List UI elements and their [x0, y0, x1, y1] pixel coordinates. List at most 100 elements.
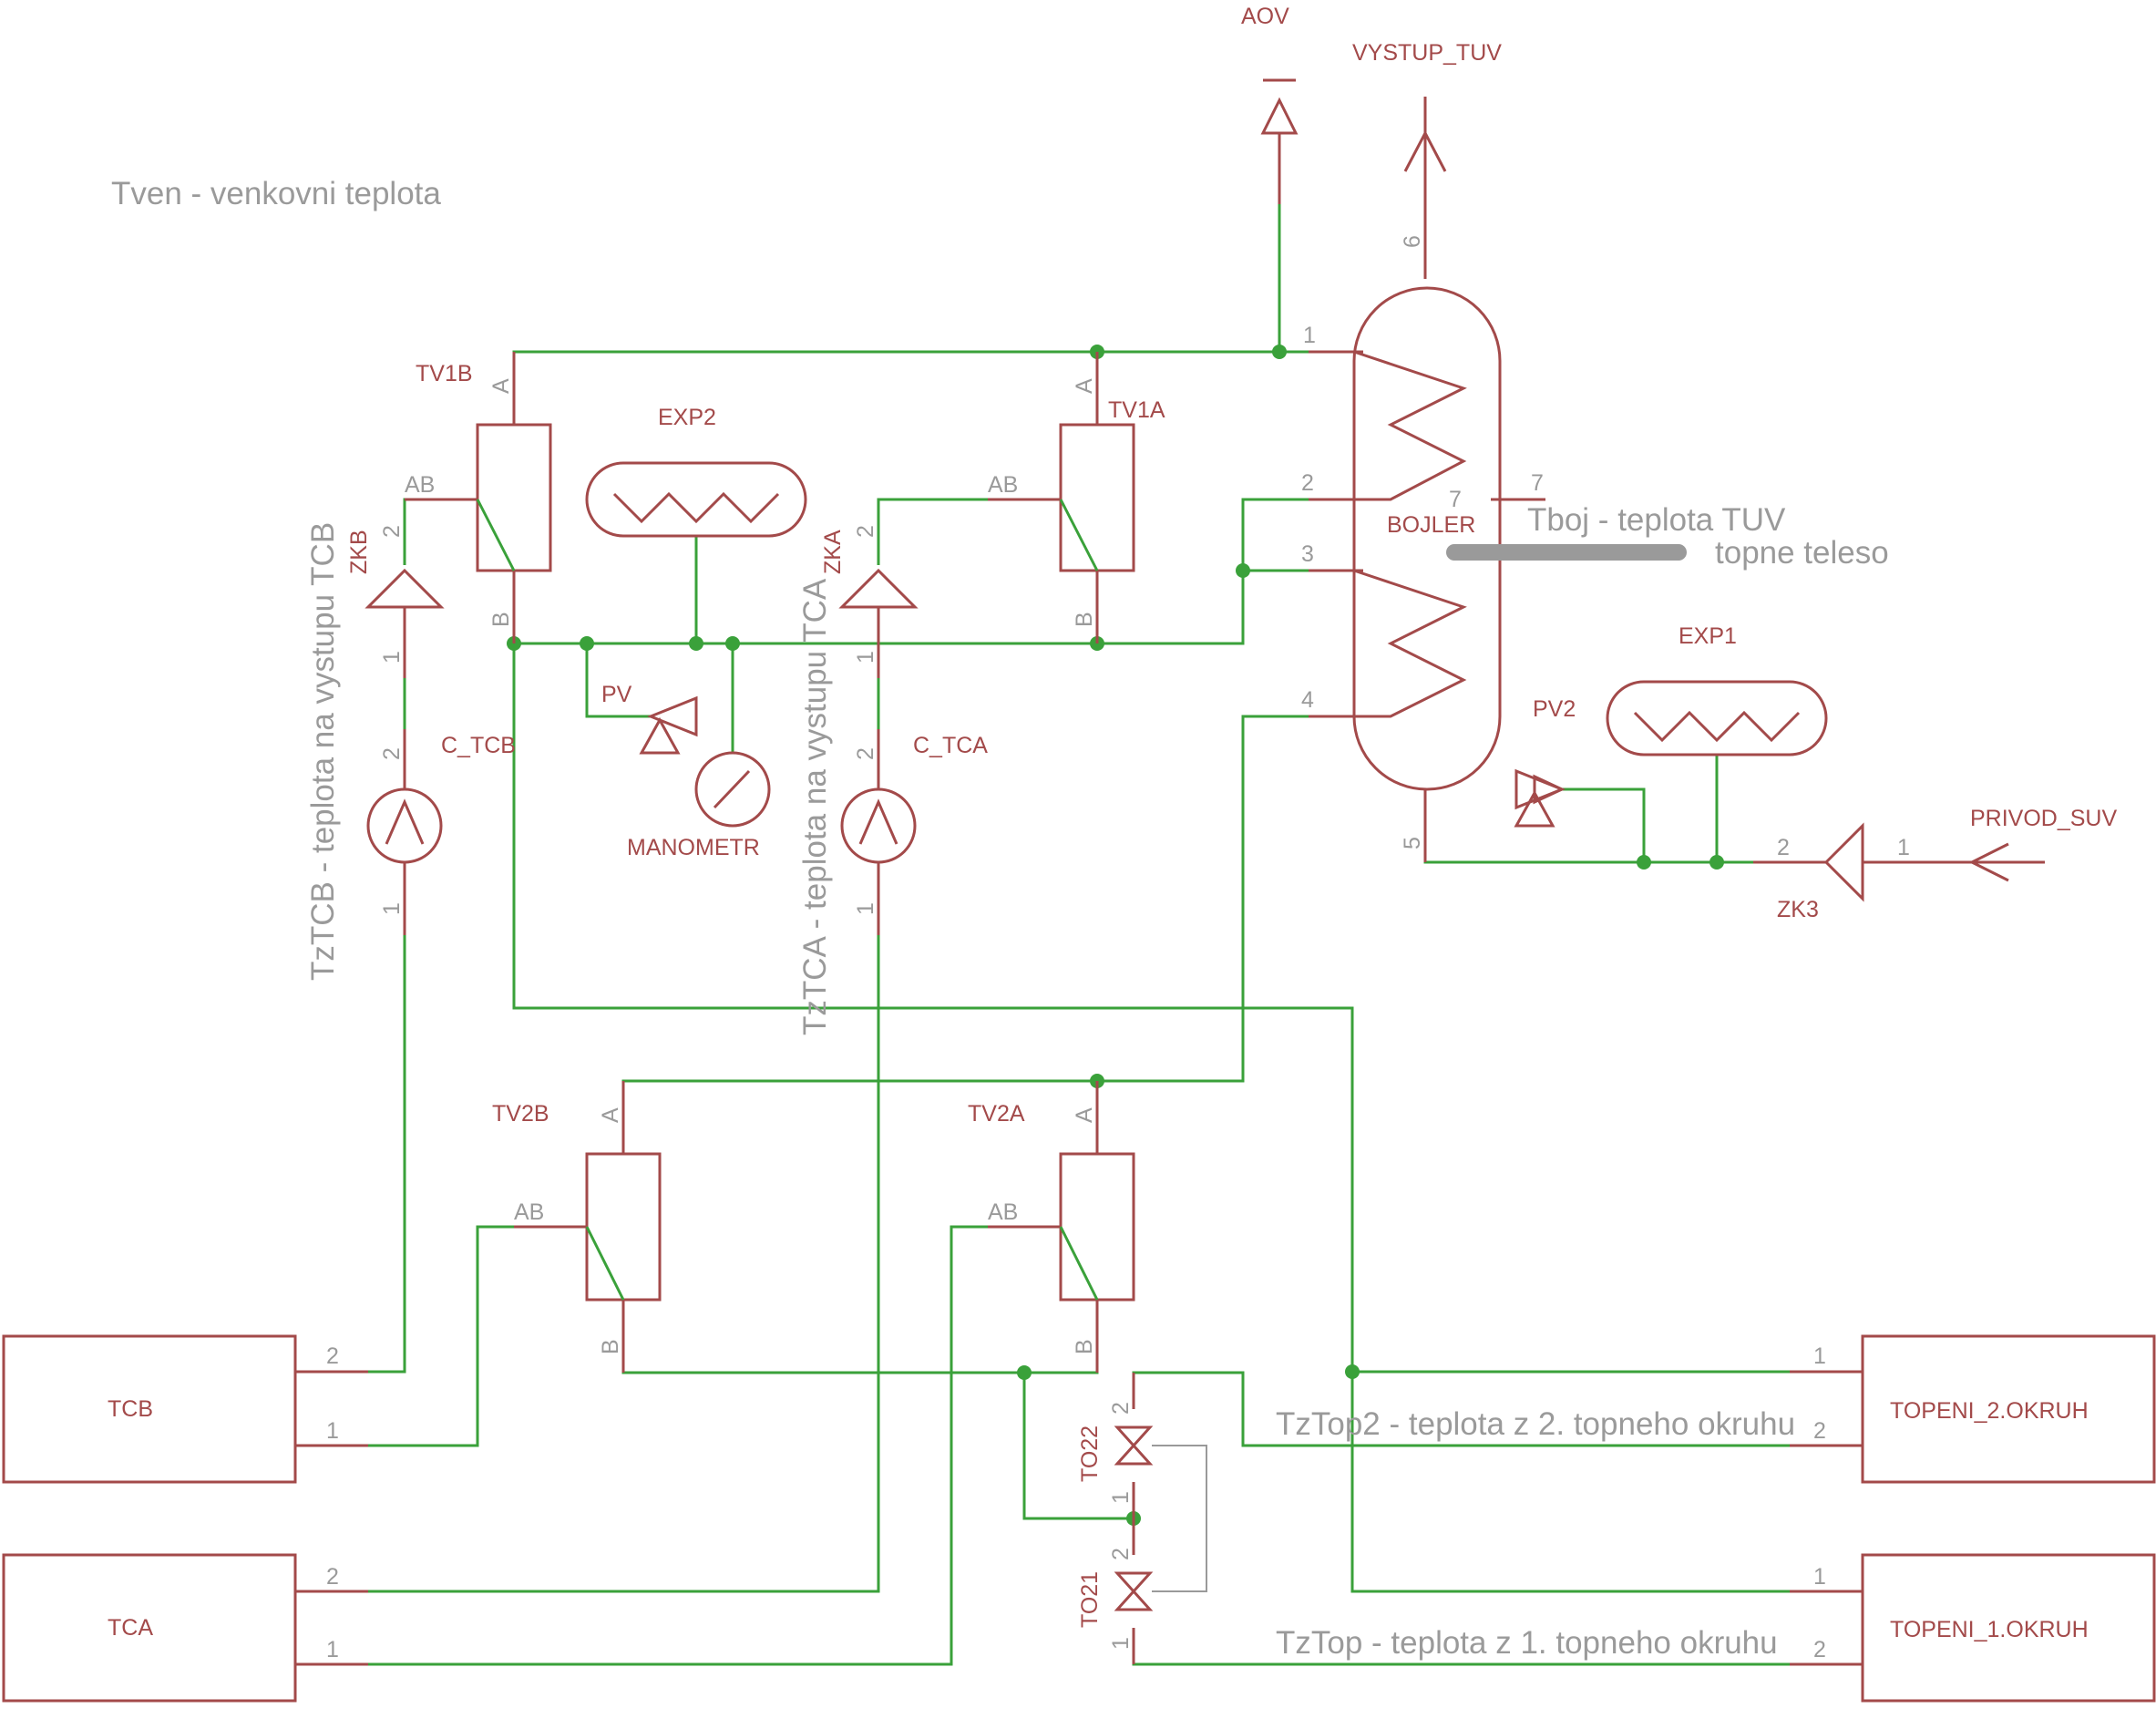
pin-label: B	[488, 612, 514, 627]
pin-label: B	[1072, 612, 1097, 627]
pin-label: 2	[379, 747, 405, 760]
label-zkb: ZKB	[346, 530, 372, 574]
vystup-tuv-arrow-icon	[1403, 129, 1447, 172]
pin-label: 1	[326, 1637, 339, 1662]
pin-label: 1	[1108, 1637, 1134, 1650]
pump-c-tcb[interactable]	[366, 787, 443, 864]
pin-label: A	[1072, 378, 1097, 394]
privod-arrow-icon	[1968, 842, 2009, 882]
pin-label: A	[488, 378, 514, 394]
check-valve-zka[interactable]	[838, 568, 919, 609]
pin-label: 1	[326, 1418, 339, 1444]
pin-label: 2	[326, 1564, 339, 1590]
pin-label: 2	[1301, 470, 1314, 496]
pin-label: 2	[1777, 835, 1790, 860]
label-tv1b: TV1B	[416, 361, 473, 386]
label-to22: TO22	[1077, 1425, 1103, 1482]
note-tztca: TzTCA - teplota na vystupu TCA	[797, 578, 833, 1035]
label-c-tca: C_TCA	[913, 733, 988, 758]
label-c-tcb: C_TCB	[441, 733, 516, 758]
expansion-vessel-exp1[interactable]	[1606, 680, 1828, 756]
label-tca: TCA	[108, 1615, 153, 1641]
junction	[1272, 345, 1287, 359]
pin-label: 2	[1108, 1402, 1134, 1415]
wire-ctcb-tcb	[368, 935, 406, 1374]
label-privod-suv: PRIVOD_SUV	[1970, 806, 2117, 831]
label-bojler: BOJLER	[1387, 512, 1475, 538]
label-tv2b: TV2B	[492, 1101, 549, 1127]
pin-label: AB	[514, 1199, 544, 1225]
label-tv1a: TV1A	[1108, 397, 1165, 423]
pin-label: A	[598, 1107, 623, 1123]
safety-valve-pv[interactable]	[639, 695, 698, 755]
junction	[725, 636, 740, 651]
pin-label: 2	[853, 747, 878, 760]
junction	[580, 636, 594, 651]
pin-label: AB	[988, 1199, 1018, 1225]
wire-b4-tv2	[621, 715, 1309, 1152]
valve-tv2b[interactable]	[585, 1152, 662, 1302]
pin-label: 2	[1813, 1637, 1826, 1662]
ball-valve-to21[interactable]	[1114, 1571, 1154, 1611]
pin-label: 1	[1813, 1564, 1826, 1590]
pin-label: 1	[1897, 835, 1910, 860]
junction	[1637, 855, 1651, 870]
pin-label: AB	[988, 472, 1018, 498]
pump-c-tca[interactable]	[840, 787, 917, 864]
label-tcb: TCB	[108, 1396, 153, 1422]
valve-tv1a[interactable]	[1059, 423, 1135, 572]
label-vystup-tuv: VYSTUP_TUV	[1352, 40, 1502, 66]
pin-label: 2	[379, 525, 405, 538]
pin-label: 3	[1301, 541, 1314, 567]
pin-label: 5	[1400, 837, 1425, 849]
pin-label: 1	[1108, 1491, 1134, 1504]
pin-label: 2	[1813, 1418, 1826, 1444]
label-pv: PV	[601, 682, 632, 707]
junction	[1236, 563, 1250, 578]
pin-label: 1	[853, 651, 878, 664]
pin-label: A	[1072, 1107, 1097, 1123]
wire-ctca-tca	[368, 935, 880, 1593]
pin-label: B	[1072, 1339, 1097, 1354]
label-aov: AOV	[1241, 4, 1289, 29]
label-tv2a: TV2A	[968, 1101, 1025, 1127]
pin-label: 1	[379, 902, 405, 915]
wire-pv2	[1562, 787, 1646, 862]
pin-label: 1	[1303, 323, 1316, 348]
pin-label: AB	[405, 472, 435, 498]
safety-valve-pv2[interactable]	[1514, 768, 1566, 828]
check-valve-zkb[interactable]	[364, 568, 445, 609]
pin-label: B	[598, 1339, 623, 1354]
junction	[1709, 855, 1724, 870]
label-exp1: EXP1	[1679, 623, 1737, 649]
connector-tca[interactable]	[2, 1553, 297, 1703]
coil-lower	[1353, 569, 1467, 718]
pin-label: 6	[1400, 235, 1425, 248]
wire-tv2-b	[621, 1300, 1099, 1374]
pin-label: 2	[1108, 1548, 1134, 1560]
connector-tcb[interactable]	[2, 1334, 297, 1484]
connector-topeni-2[interactable]	[1861, 1334, 2156, 1484]
pin-label: 2	[326, 1343, 339, 1369]
valve-tv2a[interactable]	[1059, 1152, 1135, 1302]
coil-upper	[1353, 350, 1467, 501]
label-zka: ZKA	[820, 530, 846, 574]
connector-topeni-1[interactable]	[1861, 1553, 2156, 1703]
ball-valve-to22[interactable]	[1114, 1425, 1154, 1466]
label-zk3: ZK3	[1777, 897, 1819, 922]
valve-tv1b[interactable]	[476, 423, 552, 572]
wire-mid-bus	[512, 498, 1309, 645]
wire-tv1a-ab	[877, 498, 988, 565]
bojler-tank[interactable]	[1352, 286, 1687, 791]
wire-return-1	[512, 643, 1790, 1593]
pin-label: 4	[1301, 687, 1314, 713]
label-manometr: MANOMETR	[627, 835, 760, 860]
label-topeni-2: TOPENI_2.OKRUH	[1890, 1398, 2089, 1424]
note-tven: Tven - venkovni teplota	[111, 176, 441, 211]
wire-tv2b-ab	[368, 1225, 587, 1447]
wire-to-bypass	[1152, 1445, 1207, 1592]
note-tztcb: TzTCB - teplota na vystupu TCB	[305, 522, 341, 981]
check-valve-zk3[interactable]	[1823, 822, 1864, 902]
expansion-vessel-exp2[interactable]	[585, 461, 807, 538]
manometer	[694, 751, 771, 828]
